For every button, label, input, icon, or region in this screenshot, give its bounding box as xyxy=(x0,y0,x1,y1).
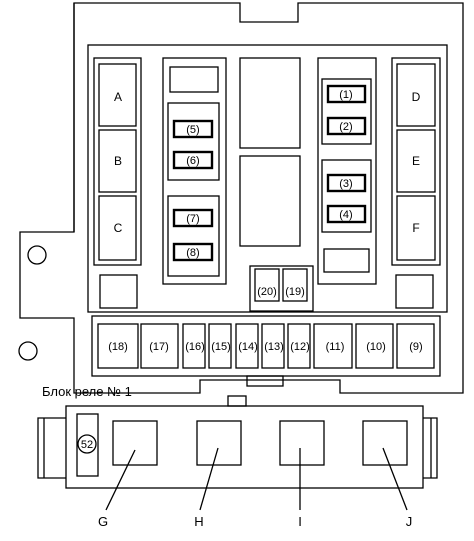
fuse-label-6: (6) xyxy=(186,155,199,167)
relay-label-a: A xyxy=(114,90,122,104)
fuse-slot-bottom xyxy=(396,323,435,369)
fuse-label-15: (15) xyxy=(211,341,231,353)
center-block-bottom xyxy=(239,155,301,247)
fuse-label-3: (3) xyxy=(339,178,352,190)
mounting-hole-bottom xyxy=(18,341,38,361)
relay-label-b: B xyxy=(114,154,122,168)
relay-label-g: G xyxy=(98,514,108,529)
fuse-slot-bottom xyxy=(287,323,311,369)
fuse-slot-upper-left xyxy=(172,208,214,228)
leader-h xyxy=(199,447,219,511)
center-block-top xyxy=(239,57,301,149)
relay-block-title: Блок реле № 1 xyxy=(42,384,132,399)
fuse-group-3-4 xyxy=(321,159,372,233)
relay-slot-g xyxy=(112,420,158,466)
fuse-label-5: (5) xyxy=(186,124,199,136)
relay-block-1 xyxy=(65,405,424,489)
fuse-label-17: (17) xyxy=(149,341,169,353)
relay-label-d: D xyxy=(412,90,421,104)
fuse-label-19: (19) xyxy=(285,286,305,298)
fuse-slot-upper-right xyxy=(326,84,367,104)
fuse-label-9: (9) xyxy=(409,341,422,353)
leader-g xyxy=(105,449,136,511)
fuse-group-7-8 xyxy=(167,195,220,277)
relay-block-tab-left xyxy=(37,417,66,479)
relay-slot-a xyxy=(98,63,137,127)
housing-latch xyxy=(246,375,284,387)
relay-block-fuse-circle xyxy=(77,434,97,454)
relay-slot-e xyxy=(396,129,436,193)
fuse-slot-center xyxy=(254,268,280,302)
relay-block-fuse-label: 52 xyxy=(81,439,93,451)
fuse-slot-upper-right xyxy=(326,173,367,193)
center-fuse-holder xyxy=(249,265,314,312)
relay-label-f: F xyxy=(412,221,419,235)
fuse-group-5-6 xyxy=(167,102,220,181)
relay-label-c: C xyxy=(114,221,123,235)
spare-slot-right xyxy=(395,274,434,309)
fuse-label-4: (4) xyxy=(339,209,352,221)
relay-label-e: E xyxy=(412,154,420,168)
relay-label-i: I xyxy=(298,514,302,529)
fuse-slot-bottom xyxy=(235,323,259,369)
fuse-label-7: (7) xyxy=(186,213,199,225)
relay-slot-j xyxy=(362,420,408,466)
relay-label-h: H xyxy=(194,514,203,529)
fuse-label-14: (14) xyxy=(238,341,258,353)
relay-slot-f xyxy=(396,195,436,261)
fuse-label-16: (16) xyxy=(185,341,205,353)
spare-slot-upper-right xyxy=(323,248,370,273)
relay-slot-d xyxy=(396,63,436,127)
spare-slot-upper-left xyxy=(169,66,219,93)
mounting-hole-top xyxy=(27,245,47,265)
fuse-slot-bottom xyxy=(355,323,394,369)
fuse-slot-upper-right xyxy=(326,116,367,136)
fuse-slot-upper-left xyxy=(172,150,214,170)
fuse-label-20: (20) xyxy=(257,286,277,298)
fuse-slot-upper-right xyxy=(326,204,367,224)
fuse-slot-bottom xyxy=(182,323,206,369)
fuse-slot-bottom xyxy=(208,323,232,369)
fuse-box-housing xyxy=(19,2,464,394)
fuse-slot-bottom xyxy=(97,323,139,369)
relay-block-tab-right xyxy=(423,417,438,479)
fuse-label-11: (11) xyxy=(326,341,345,353)
relay-slot-i xyxy=(279,420,325,466)
fuse-slot-upper-left xyxy=(172,119,214,139)
fuse-label-18: (18) xyxy=(108,341,128,353)
fuse-column-left xyxy=(162,57,227,285)
relay-label-j: J xyxy=(406,514,413,529)
fuse-slot-bottom xyxy=(140,323,179,369)
fuse-label-10: (10) xyxy=(366,341,386,353)
relay-block-fuse-slot xyxy=(76,413,99,477)
fuse-group-1-2 xyxy=(321,78,372,145)
inner-panel xyxy=(87,44,448,313)
relay-slot-c xyxy=(98,195,137,261)
relay-slot-b xyxy=(98,129,137,193)
spare-slot-left xyxy=(99,274,138,309)
fuse-slot-bottom xyxy=(261,323,285,369)
fuse-label-1: (1) xyxy=(339,89,352,101)
fuse-label-13: (13) xyxy=(264,341,284,353)
relay-block-latch xyxy=(227,395,247,407)
fuse-slot-center xyxy=(282,268,308,302)
fuse-label-8: (8) xyxy=(186,247,199,259)
fuse-slot-bottom xyxy=(313,323,353,369)
fuse-label-2: (2) xyxy=(339,121,352,133)
leader-j xyxy=(382,447,408,511)
fuse-column-right xyxy=(317,57,377,285)
relay-column-left xyxy=(93,57,142,266)
fuse-slot-upper-left xyxy=(172,242,214,262)
relay-slot-h xyxy=(196,420,242,466)
relay-column-right xyxy=(391,57,441,266)
fuse-label-12: (12) xyxy=(290,341,310,353)
